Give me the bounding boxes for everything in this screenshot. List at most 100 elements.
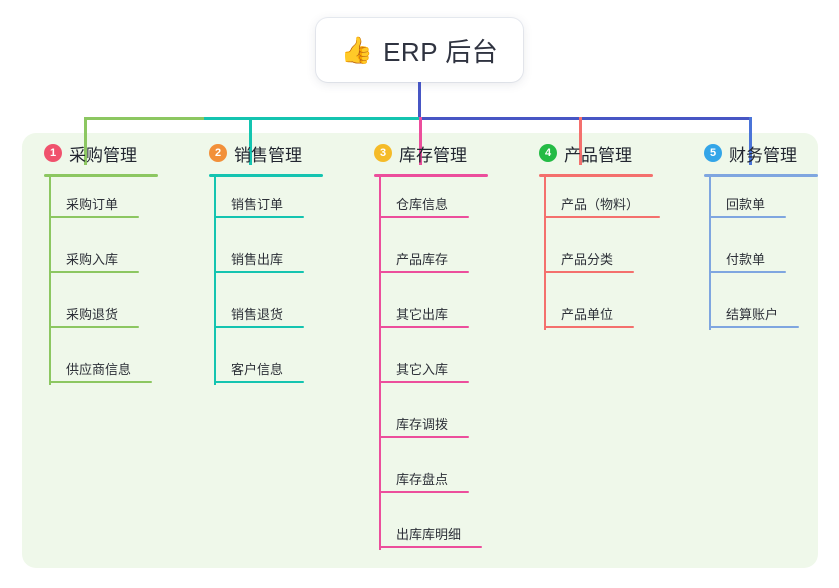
branch-spine <box>544 176 546 330</box>
leaf-node-label: 采购订单 <box>66 197 119 212</box>
branch-underline <box>209 174 323 177</box>
leaf-node-underline <box>379 546 482 548</box>
leaf-node-label: 其它出库 <box>396 307 449 322</box>
leaf-node[interactable]: 库存盘点 <box>370 471 520 493</box>
diagram-background-panel <box>22 133 818 568</box>
leaf-node-underline <box>544 216 660 218</box>
branch-title-label: 财务管理 <box>729 145 797 165</box>
leaf-node[interactable]: 产品分类 <box>535 251 685 273</box>
leaf-node-label: 付款单 <box>726 252 766 267</box>
root-stem-connector <box>418 82 421 120</box>
leaf-node-label: 采购入库 <box>66 252 119 267</box>
leaf-node-label: 采购退货 <box>66 307 119 322</box>
branch-underline <box>44 174 158 177</box>
leaf-node-label: 销售出库 <box>231 252 284 267</box>
branch-title-label: 采购管理 <box>69 145 137 165</box>
leaf-node[interactable]: 供应商信息 <box>40 361 190 383</box>
leaf-node[interactable]: 出库库明细 <box>370 526 520 548</box>
branch-underline <box>704 174 818 177</box>
leaf-node[interactable]: 产品库存 <box>370 251 520 273</box>
leaf-node-underline <box>379 381 469 383</box>
branch-number-badge: 2 <box>209 144 227 162</box>
branch-underline <box>374 174 488 177</box>
leaf-node-underline <box>379 271 469 273</box>
leaf-node-label: 库存调拨 <box>396 417 449 432</box>
root-node-erp-backend[interactable]: 👍 ERP 后台 <box>316 18 523 82</box>
leaf-node-underline <box>214 216 304 218</box>
leaf-node[interactable]: 回款单 <box>700 196 839 218</box>
leaf-node-label: 结算账户 <box>726 307 779 322</box>
branch-column-3: 3 库存管理仓库信息产品库存其它出库其它入库库存调拨库存盘点出库库明细 <box>370 140 520 550</box>
bus-segment-2 <box>204 117 419 120</box>
leaf-node-underline <box>379 436 469 438</box>
leaf-node-underline <box>379 491 469 493</box>
leaf-node-label: 销售退货 <box>231 307 284 322</box>
leaf-node-label: 产品单位 <box>561 307 614 322</box>
leaf-node-underline <box>544 326 634 328</box>
leaf-node-underline <box>544 271 634 273</box>
branch-spine <box>379 176 381 550</box>
leaf-node[interactable]: 其它出库 <box>370 306 520 328</box>
branch-spine <box>709 176 711 330</box>
leaf-node-underline <box>709 271 786 273</box>
branch-title-label: 产品管理 <box>564 145 632 165</box>
leaf-node-label: 产品分类 <box>561 252 614 267</box>
branch-column-2: 2 销售管理销售订单销售出库销售退货客户信息 <box>205 140 355 385</box>
leaf-node[interactable]: 仓库信息 <box>370 196 520 218</box>
leaf-node-underline <box>214 381 304 383</box>
leaf-node[interactable]: 销售出库 <box>205 251 355 273</box>
branch-drop-4 <box>579 117 582 165</box>
leaf-node-label: 产品库存 <box>396 252 449 267</box>
leaf-node-underline <box>709 326 799 328</box>
leaf-node[interactable]: 产品单位 <box>535 306 685 328</box>
branch-number-badge: 5 <box>704 144 722 162</box>
branch-underline <box>539 174 653 177</box>
branch-title-label: 销售管理 <box>234 145 302 165</box>
leaf-node-label: 产品（物料） <box>561 197 640 212</box>
leaf-node[interactable]: 结算账户 <box>700 306 839 328</box>
leaf-node[interactable]: 库存调拨 <box>370 416 520 438</box>
leaf-node-underline <box>214 271 304 273</box>
leaf-node-underline <box>49 381 152 383</box>
leaf-node-label: 销售订单 <box>231 197 284 212</box>
leaf-node-underline <box>49 216 139 218</box>
leaf-node[interactable]: 付款单 <box>700 251 839 273</box>
leaf-node[interactable]: 销售订单 <box>205 196 355 218</box>
branch-drop-1 <box>84 117 87 165</box>
branch-spine <box>214 176 216 385</box>
branch-header-5[interactable]: 5 财务管理 <box>700 140 839 166</box>
branch-title-label: 库存管理 <box>399 145 467 165</box>
leaf-node-underline <box>214 326 304 328</box>
leaf-node-label: 仓库信息 <box>396 197 449 212</box>
leaf-node-label: 回款单 <box>726 197 766 212</box>
leaf-node-label: 其它入库 <box>396 362 449 377</box>
branch-header-2[interactable]: 2 销售管理 <box>205 140 355 166</box>
branch-drop-2 <box>249 117 252 165</box>
thumbs-up-icon: 👍 <box>340 35 374 65</box>
leaf-node[interactable]: 产品（物料） <box>535 196 685 218</box>
leaf-node[interactable]: 客户信息 <box>205 361 355 383</box>
branch-header-3[interactable]: 3 库存管理 <box>370 140 520 166</box>
leaf-node[interactable]: 采购入库 <box>40 251 190 273</box>
branch-number-badge: 3 <box>374 144 392 162</box>
leaf-node[interactable]: 其它入库 <box>370 361 520 383</box>
leaf-node[interactable]: 采购退货 <box>40 306 190 328</box>
root-node-label: ERP 后台 <box>383 36 499 67</box>
branch-drop-5 <box>749 117 752 165</box>
branch-drop-3 <box>419 117 422 165</box>
bus-segment-3 <box>419 117 750 120</box>
leaf-node-label: 客户信息 <box>231 362 284 377</box>
leaf-node-label: 供应商信息 <box>66 362 132 377</box>
leaf-node-underline <box>49 271 139 273</box>
leaf-node-underline <box>709 216 786 218</box>
leaf-node-label: 出库库明细 <box>396 527 462 542</box>
branch-column-5: 5 财务管理回款单付款单结算账户 <box>700 140 839 330</box>
leaf-node-underline <box>49 326 139 328</box>
leaf-node[interactable]: 采购订单 <box>40 196 190 218</box>
leaf-node[interactable]: 销售退货 <box>205 306 355 328</box>
